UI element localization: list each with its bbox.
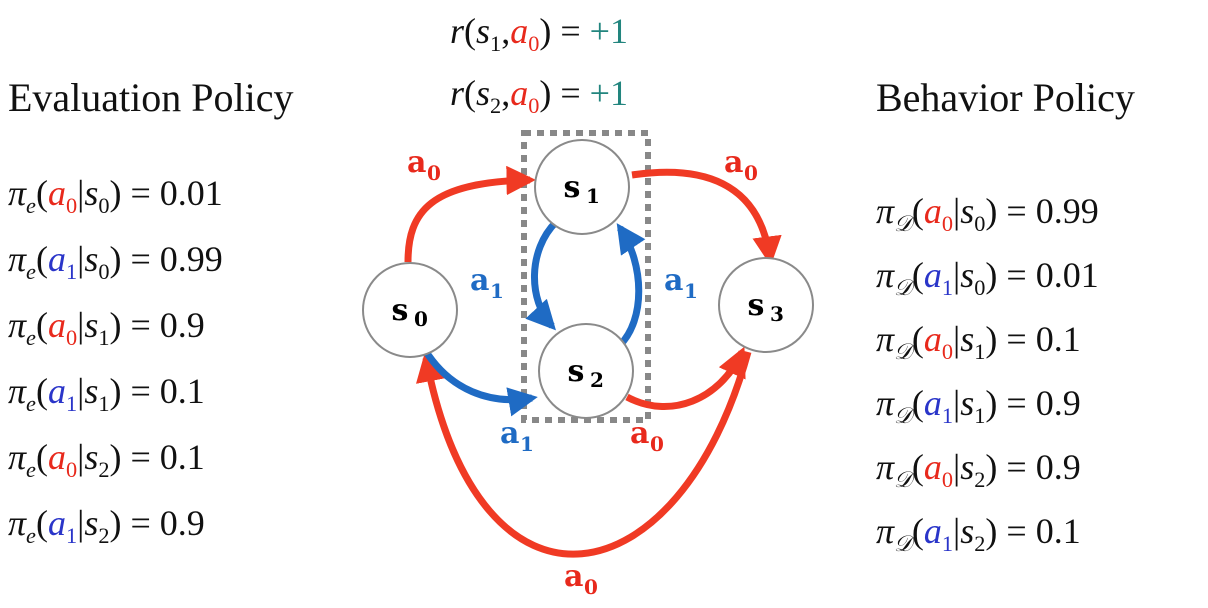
node-s1: s 1 [534, 139, 630, 235]
edge-label-s1-s3: a 0 [724, 145, 758, 185]
svg-text:0: 0 [414, 307, 428, 331]
behavior-policy-row-5: π𝒟(a1|s2) = 0.1 [876, 511, 1081, 557]
svg-text:a: a [724, 145, 743, 180]
svg-text:1: 1 [520, 432, 534, 456]
behavior-policy-row-1: π𝒟(a1|s0) = 0.01 [876, 255, 1099, 301]
evaluation-policy-row-4: πe(a0|s2) = 0.1 [8, 437, 205, 482]
svg-text:a: a [470, 263, 489, 298]
svg-text:2: 2 [590, 368, 604, 392]
reward-value-1: +1 [589, 11, 628, 51]
edge-s1-s3 [631, 168, 782, 266]
edge-s2-s1 [616, 223, 646, 348]
node-s0: s 0 [362, 262, 458, 358]
reward-value-2: +1 [589, 73, 628, 113]
svg-text:a: a [500, 416, 519, 451]
svg-text:1: 1 [586, 184, 600, 208]
svg-text:3: 3 [770, 302, 784, 326]
node-s2: s 2 [538, 323, 634, 419]
svg-text:0: 0 [427, 161, 441, 185]
edge-label-s0-s1: a 0 [407, 145, 441, 185]
evaluation-policy-row-1: πe(a1|s0) = 0.99 [8, 239, 223, 284]
svg-text:a: a [664, 263, 683, 298]
edge-s2-s3 [625, 346, 746, 410]
node-s3: s 3 [718, 257, 814, 353]
svg-text:a: a [630, 416, 649, 451]
behavior-policy-row-2: π𝒟(a0|s1) = 0.1 [876, 319, 1081, 365]
reward-equation-2: r(s2,a0) = +1 [450, 73, 628, 118]
edge-s0-s1 [404, 165, 536, 263]
evaluation-policy-row-2: πe(a0|s1) = 0.9 [8, 305, 205, 350]
evaluation-policy-row-3: πe(a1|s1) = 0.1 [8, 371, 205, 416]
svg-text:1: 1 [684, 279, 698, 303]
behavior-policy-row-3: π𝒟(a1|s1) = 0.9 [876, 383, 1081, 429]
dashed-group-box [521, 130, 651, 423]
behavior-policy-title: Behavior Policy [876, 75, 1135, 120]
svg-text:s: s [748, 288, 765, 323]
edge-label-s1-s2: a 1 [470, 263, 504, 303]
svg-text:s: s [392, 293, 409, 328]
evaluation-policy-row-0: πe(a0|s0) = 0.01 [8, 173, 223, 218]
behavior-policy-row-4: π𝒟(a0|s2) = 0.9 [876, 447, 1081, 493]
behavior-policy-row-0: π𝒟(a0|s0) = 0.99 [876, 191, 1099, 237]
evaluation-policy-row-5: πe(a1|s2) = 0.9 [8, 503, 205, 548]
evaluation-policy-title: Evaluation Policy [8, 75, 294, 120]
edge-s3-s0 [416, 351, 752, 558]
svg-text:a: a [564, 559, 583, 594]
svg-text:0: 0 [584, 575, 598, 599]
edge-label-s0-s2: a 1 [500, 416, 534, 456]
edge-s1-s2 [525, 219, 559, 331]
svg-text:0: 0 [744, 161, 758, 185]
edge-label-s2-s3: a 0 [630, 416, 664, 456]
svg-text:s: s [568, 354, 585, 389]
edge-label-s3-s0: a 0 [564, 559, 598, 599]
svg-text:a: a [407, 145, 426, 180]
edge-label-s2-s1: a 1 [664, 263, 698, 303]
reward-equation-1: r(s1,a0) = +1 [450, 11, 628, 56]
svg-text:s: s [564, 170, 581, 205]
edge-s0-s2 [422, 348, 538, 417]
svg-text:0: 0 [650, 432, 664, 456]
svg-text:1: 1 [490, 279, 504, 303]
